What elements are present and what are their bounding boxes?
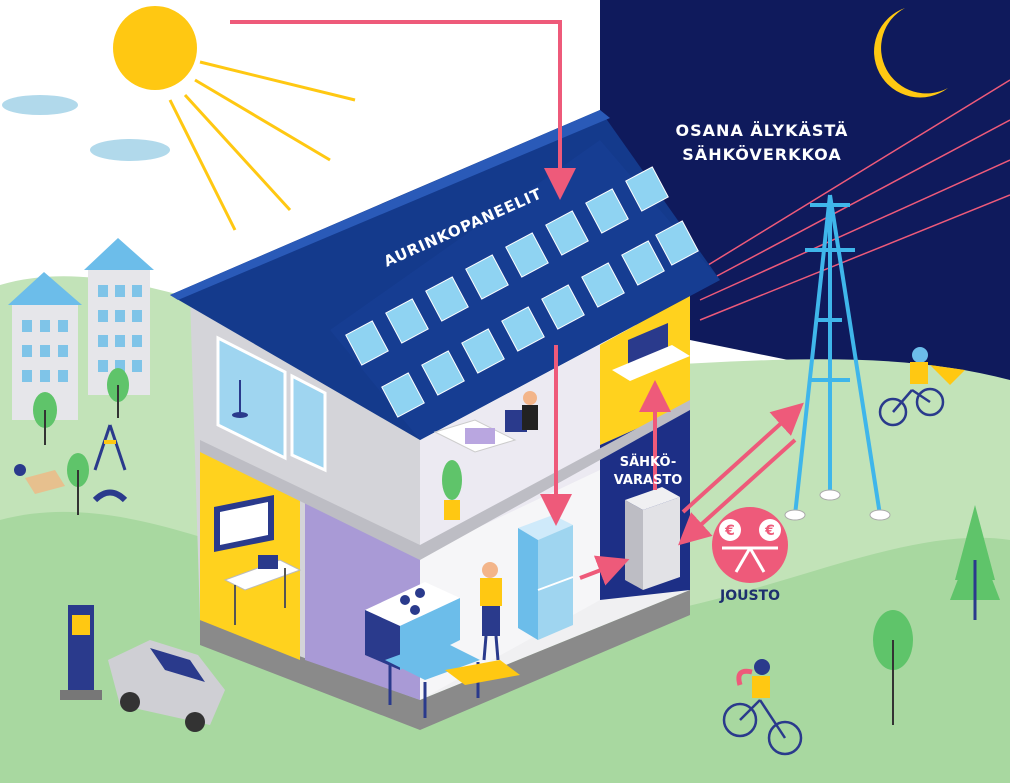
night-sky xyxy=(600,0,1010,405)
sun-to-roof-arrow xyxy=(230,20,576,200)
dining-table xyxy=(385,640,520,718)
potted-plant xyxy=(442,460,462,520)
solar-panels xyxy=(345,166,699,418)
tv-icon xyxy=(612,323,690,381)
office-room xyxy=(200,450,300,660)
cyclist-upper xyxy=(878,387,945,427)
pylon-feet xyxy=(784,489,891,521)
cyclist-upper-rider xyxy=(910,347,965,385)
power-pylon xyxy=(793,194,882,516)
sun-icon xyxy=(113,6,356,231)
energy-flow-arrows xyxy=(230,20,804,586)
ev-charger xyxy=(60,605,102,700)
attic-window xyxy=(216,335,327,473)
euro-right-icon: € xyxy=(764,523,775,539)
storage-label-line1: SÄHKÖ- xyxy=(620,454,676,470)
smart-grid-label-line1: OSANA ÄLYKÄSTÄ xyxy=(676,121,849,140)
smart-grid-label-line2: SÄHKÖVERKKOA xyxy=(682,145,841,164)
cloud-icon xyxy=(2,95,170,161)
storage-to-grid-arrow xyxy=(681,402,804,514)
fridge-to-storage-arrow xyxy=(579,555,630,586)
person-upstairs xyxy=(522,391,538,430)
power-lines xyxy=(699,79,1010,321)
person-kitchen xyxy=(480,562,502,661)
jousto-label: JOUSTO xyxy=(719,588,780,604)
upstairs-table xyxy=(433,410,527,453)
euro-left-icon: € xyxy=(724,523,735,539)
office-desk xyxy=(214,495,302,625)
battery-storage xyxy=(625,487,680,590)
electric-car xyxy=(108,640,225,732)
cyclist-lower xyxy=(722,699,803,756)
jousto-badge: € € xyxy=(712,507,788,583)
tree-icon xyxy=(33,368,1000,725)
grid-to-storage-arrow xyxy=(678,438,797,546)
storage-label-line2: VARASTO xyxy=(614,473,683,488)
playground xyxy=(14,424,128,503)
fridge xyxy=(518,515,574,640)
cyclist-lower-rider xyxy=(736,659,770,698)
apartment-windows xyxy=(22,285,142,382)
